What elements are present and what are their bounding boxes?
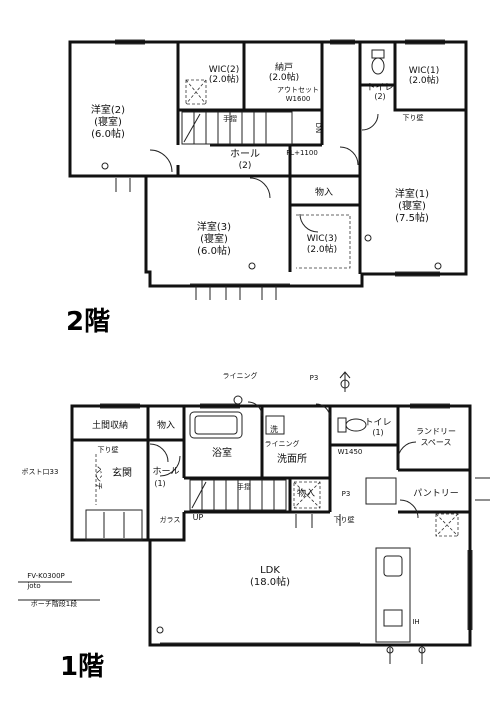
label-genkan: 玄関	[112, 466, 132, 479]
label-outset: アウトセット	[277, 86, 319, 94]
label-yokushitsu: 浴室	[212, 446, 232, 459]
label-p3a: P3	[310, 374, 319, 382]
label-youshitsu2-size: (6.0帖)	[91, 127, 125, 140]
label-nando: 納戸	[275, 61, 293, 73]
label-sen: 洗	[270, 424, 278, 434]
label-wic3-size: (2.0帖)	[307, 243, 337, 255]
label-hall2-num: (2)	[239, 161, 252, 171]
label-fv: FV-K0300P	[27, 572, 65, 580]
label-sagarikabe2: 下り壁	[334, 515, 355, 524]
label-monoire-2f: 物入	[315, 186, 333, 198]
label-youshitsu1: 洋室(1)	[395, 187, 429, 200]
label-dn: DN	[314, 123, 322, 134]
label-bench: ベンチ	[94, 466, 103, 490]
label-tesuri-1f: 手摺	[237, 482, 251, 491]
label-joto: joto	[26, 582, 40, 590]
label-wic3: WIC(3)	[307, 234, 338, 244]
floor1-plan	[70, 371, 490, 664]
label-monoire-1a: 物入	[157, 419, 175, 431]
label-toilet1-num: (1)	[372, 428, 383, 437]
label-youshitsu2: 洋室(2)	[91, 103, 125, 116]
label-laundry-2: スペース	[420, 438, 451, 447]
label-w1450: W1450	[338, 448, 363, 456]
label-pantry: パントリー	[413, 488, 458, 499]
label-ldk-size: (18.0帖)	[250, 575, 290, 588]
label-wic2: WIC(2)	[209, 65, 240, 75]
label-sagarikabe-1f: 下り壁	[98, 445, 119, 454]
floor2-heading: 2階	[66, 307, 110, 337]
label-up: UP	[193, 513, 204, 522]
label-toilet1: トイレ	[364, 418, 391, 428]
label-tesuri-2f: 手摺	[223, 114, 237, 123]
label-toilet2: トイレ	[366, 83, 393, 93]
label-youshitsu3: 洋室(3)	[197, 220, 231, 233]
label-sagarikabe-2f: 下り壁	[403, 113, 424, 122]
label-youshitsu3-size: (6.0帖)	[197, 244, 231, 257]
leader-lines	[18, 581, 100, 601]
label-monoire-1b: 物入	[297, 487, 315, 499]
floor1-heading: 1階	[60, 652, 104, 682]
label-ih: IH	[412, 618, 419, 626]
label-rainik1: ライニング	[223, 371, 258, 380]
label-nando-size: (2.0帖)	[269, 71, 299, 83]
label-hall1-num: (1)	[154, 479, 165, 488]
label-rainik2: ライニング	[265, 439, 300, 448]
label-fl: FL+1100	[286, 149, 318, 157]
label-post: ポスト口33	[22, 468, 59, 476]
label-porch: ポーチ階段1段	[31, 599, 77, 608]
label-hall1: ホール	[152, 466, 179, 477]
label-wic1: WIC(1)	[409, 66, 440, 76]
label-wic2-size: (2.0帖)	[209, 73, 239, 85]
label-glass: ガラス	[160, 515, 181, 524]
label-p3b: P3	[342, 490, 351, 498]
label-youshitsu1-sub: (寝室)	[398, 199, 426, 212]
label-youshitsu3-sub: (寝室)	[200, 232, 228, 245]
label-senmenjo: 洗面所	[277, 453, 307, 465]
label-outset-w: W1600	[286, 95, 311, 103]
label-wic1-size: (2.0帖)	[409, 74, 439, 86]
floor2-plan	[68, 39, 468, 300]
label-doma: 土間収納	[92, 419, 128, 431]
label-ldk: LDK	[260, 565, 280, 576]
label-youshitsu1-size: (7.5帖)	[395, 211, 429, 224]
label-laundry: ランドリー	[416, 427, 456, 436]
label-toilet2-num: (2)	[374, 92, 385, 101]
label-youshitsu2-sub: (寝室)	[94, 115, 122, 128]
label-hall2: ホール	[230, 148, 260, 160]
